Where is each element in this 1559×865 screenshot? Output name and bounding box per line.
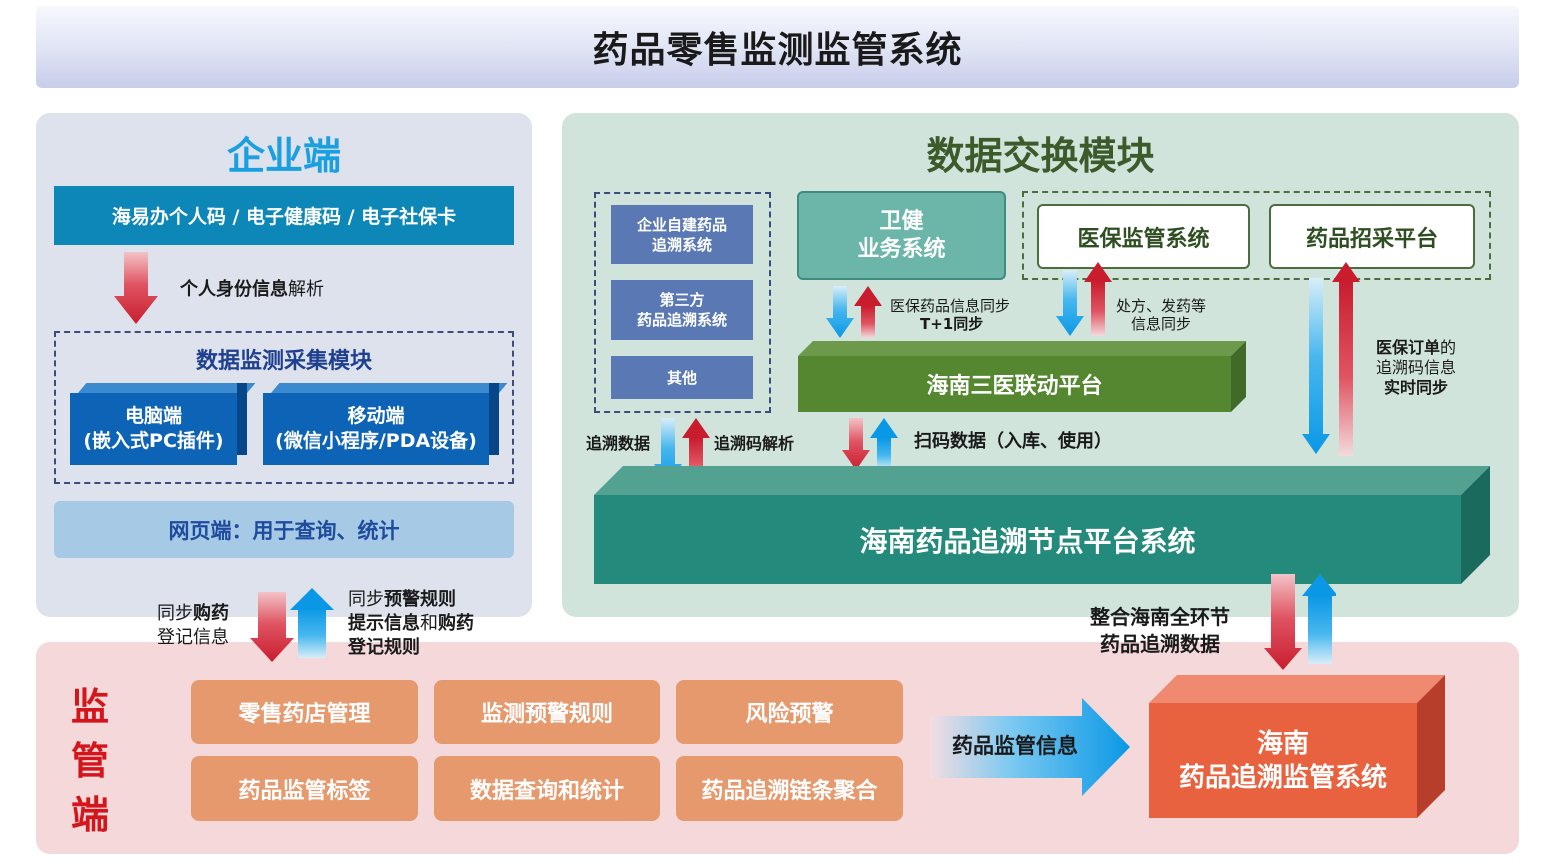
pc-client-line1: 电脑端 bbox=[124, 405, 182, 427]
integrate-label-line2: 药品追溯数据 bbox=[1100, 632, 1220, 656]
order-label-line3: 实时同步 bbox=[1384, 378, 1449, 397]
sync-purchase-line2: 登记信息 bbox=[157, 627, 229, 648]
sync-rules-word-e: 购药 bbox=[438, 613, 474, 634]
scan-arrows bbox=[842, 418, 898, 470]
order-label-bold: 医保订单 bbox=[1376, 338, 1441, 357]
supervision-system-line1: 海南 bbox=[1256, 728, 1309, 759]
title-banner: 药品零售监测监管系统 bbox=[36, 6, 1519, 88]
rx-sync-label-2: 信息同步 bbox=[1131, 315, 1192, 333]
supervision-system-line2: 药品追溯监管系统 bbox=[1178, 762, 1387, 793]
health-system-box[interactable]: 卫健 业务系统 bbox=[797, 191, 1006, 280]
side-item-other[interactable]: 其他 bbox=[611, 356, 753, 399]
sync-purchase-label: 同步购药 登记信息 bbox=[157, 602, 229, 650]
insurance-group-box bbox=[1022, 191, 1491, 280]
order-sync-label: 医保订单的 追溯码信息 实时同步 bbox=[1376, 338, 1456, 398]
mobile-client-line2: (微信小程序/PDA设备) bbox=[275, 430, 477, 452]
retail-store-button[interactable]: 零售药店管理 bbox=[191, 680, 418, 744]
supervision-title-char-2: 管 bbox=[70, 739, 109, 783]
supervision-title-char-3: 端 bbox=[70, 793, 109, 837]
id-code-bar[interactable]: 海易办个人码 / 电子健康码 / 电子社保卡 bbox=[54, 186, 514, 245]
supervision-info-arrow bbox=[930, 698, 1130, 796]
id-parse-label-bold: 个人身份信息 bbox=[180, 279, 288, 300]
integrate-label-line1: 整合海南全环节 bbox=[1090, 605, 1230, 629]
scan-data-label: 扫码数据（入库、使用） bbox=[914, 431, 1112, 452]
sync-rules-word-a: 同步 bbox=[348, 589, 384, 610]
supervision-title-char-1: 监 bbox=[70, 685, 109, 729]
data-query-button[interactable]: 数据查询和统计 bbox=[434, 756, 660, 821]
enterprise-supervision-arrows bbox=[250, 588, 334, 662]
warning-rules-button[interactable]: 监测预警规则 bbox=[434, 680, 660, 744]
sync-purchase-word-a: 同步 bbox=[157, 603, 193, 624]
mobile-client-line1: 移动端 bbox=[347, 405, 405, 427]
collect-module-box bbox=[54, 331, 514, 484]
order-label-line2: 追溯码信息 bbox=[1376, 358, 1457, 377]
procurement-box[interactable]: 药品招采平台 bbox=[1269, 204, 1475, 269]
web-client-bar[interactable]: 网页端：用于查询、统计 bbox=[54, 501, 514, 558]
drug-label-button[interactable]: 药品监管标签 bbox=[191, 756, 418, 821]
medical-insurance-box[interactable]: 医保监管系统 bbox=[1037, 204, 1250, 269]
supervision-title: 监 管 端 bbox=[68, 680, 112, 842]
trace-data-label: 追溯数据 bbox=[586, 434, 651, 453]
id-parse-arrow bbox=[114, 252, 158, 324]
health-sync-arrows bbox=[826, 286, 882, 338]
rx-sync-arrows bbox=[1056, 262, 1112, 336]
id-parse-label-rest: 解析 bbox=[288, 279, 324, 300]
sync-rules-line3: 登记规则 bbox=[348, 637, 420, 658]
three-med-platform-label: 海南三医联动平台 bbox=[798, 356, 1231, 412]
integrate-arrows bbox=[1264, 574, 1336, 670]
side-item-third-party[interactable]: 第三方 药品追溯系统 bbox=[611, 280, 753, 340]
rx-sync-label-1: 处方、发药等 bbox=[1116, 297, 1207, 315]
collect-module-title: 数据监测采集模块 bbox=[195, 349, 372, 374]
order-sync-arrows bbox=[1302, 262, 1360, 456]
side-item-self-built[interactable]: 企业自建药品 追溯系统 bbox=[611, 205, 753, 264]
health-system-line1: 卫健 bbox=[879, 208, 924, 234]
pc-client-box[interactable]: 电脑端 (嵌入式PC插件) bbox=[70, 383, 256, 465]
id-parse-label: 个人身份信息解析 bbox=[180, 275, 324, 301]
exchange-title: 数据交换模块 bbox=[926, 133, 1155, 178]
health-sync-label-2: T+1同步 bbox=[920, 315, 984, 333]
order-label-de: 的 bbox=[1440, 338, 1457, 357]
node-platform-label: 海南药品追溯节点平台系统 bbox=[594, 495, 1461, 584]
trace-parse-label: 追溯码解析 bbox=[714, 434, 795, 453]
mobile-client-box[interactable]: 移动端 (微信小程序/PDA设备) bbox=[263, 383, 508, 465]
sync-rules-label: 同步预警规则 提示信息和购药 登记规则 bbox=[348, 588, 474, 660]
supervision-system-box[interactable]: 海南 药品追溯监管系统 bbox=[1149, 675, 1445, 818]
page-title: 药品零售监测监管系统 bbox=[592, 30, 963, 71]
health-system-line2: 业务系统 bbox=[857, 236, 946, 262]
sync-rules-word-d: 和 bbox=[420, 613, 438, 634]
three-med-platform-box[interactable]: 海南三医联动平台 bbox=[798, 341, 1246, 412]
supervision-info-label: 药品监管信息 bbox=[952, 734, 1078, 758]
health-sync-label-1: 医保药品信息同步 bbox=[890, 297, 1011, 315]
pc-client-line2: (嵌入式PC插件) bbox=[83, 430, 224, 452]
enterprise-title: 企业端 bbox=[226, 133, 341, 178]
node-platform-box[interactable]: 海南药品追溯节点平台系统 bbox=[594, 466, 1490, 584]
trace-chain-button[interactable]: 药品追溯链条聚合 bbox=[676, 756, 903, 821]
risk-warning-button[interactable]: 风险预警 bbox=[676, 680, 903, 744]
external-systems-box bbox=[594, 192, 771, 413]
sync-purchase-word-b: 购药 bbox=[193, 603, 229, 624]
integrate-label: 整合海南全环节 药品追溯数据 bbox=[1090, 604, 1230, 658]
sync-rules-word-b: 预警规则 bbox=[384, 589, 456, 610]
sync-rules-word-c: 提示信息 bbox=[348, 613, 420, 634]
